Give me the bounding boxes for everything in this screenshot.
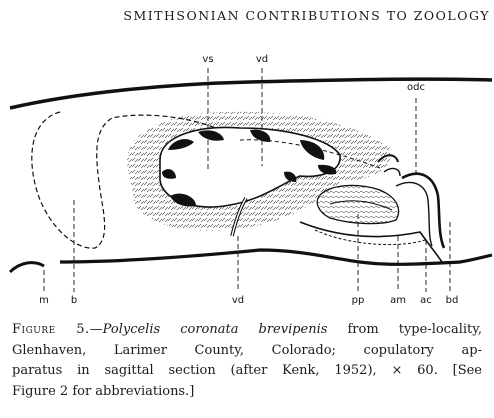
penis-papilla	[316, 184, 400, 225]
vesicle-lobe-8	[284, 171, 297, 182]
caption-line-3: paratus in sagittal section (after Kenk,…	[12, 363, 482, 378]
caption-line-1-rest: from type-locality,	[347, 322, 483, 337]
sperm-duct-inner	[231, 197, 247, 237]
oviduct-small-2	[383, 167, 401, 177]
label-odc: odc	[407, 82, 425, 93]
running-header: SMITHSONIAN CONTRIBUTIONS TO ZOOLOGY	[123, 8, 490, 23]
species-name: Polycelis coronata brevipenis	[102, 322, 328, 337]
label-vd-bottom: vd	[231, 295, 245, 306]
vesicle-lobe-4	[300, 140, 325, 160]
label-am: am	[390, 295, 406, 306]
dashed-outline	[31, 111, 221, 249]
caption-line-4: Figure 2 for abbreviations.]	[12, 383, 195, 399]
vesicle-lobe-7	[162, 169, 176, 179]
label-vd-top: vd	[255, 54, 269, 65]
label-bd: bd	[445, 295, 459, 306]
label-b: b	[70, 295, 78, 306]
figure-5-illustration: vs vd odc m b vd pp am ac bd	[0, 40, 494, 320]
bursal-canal-2	[395, 181, 433, 247]
label-m: m	[39, 295, 49, 306]
oviduct-small	[377, 154, 399, 163]
vesicle-lobe-1	[168, 139, 194, 150]
atrium-wall-inner	[314, 229, 426, 246]
figure-number: Figure 5.	[12, 322, 90, 337]
label-pp: pp	[351, 295, 365, 306]
vesicle-lobe-2	[198, 130, 224, 141]
caption-dash: —	[89, 322, 103, 337]
ventral-body-wall	[59, 248, 493, 266]
label-vs: vs	[202, 54, 214, 65]
label-ac: ac	[420, 295, 432, 306]
figure-caption: Figure 5.—Polycelis coronata brevipenis …	[12, 320, 482, 402]
mouth-wall	[8, 261, 45, 274]
atrium-wall	[299, 221, 443, 263]
papilla-lumen	[329, 200, 393, 211]
dorsal-body-wall	[9, 77, 493, 110]
vesicle-lobe-3	[250, 129, 271, 142]
dashed-duct	[239, 139, 381, 169]
copulatory-apparatus-drawing	[8, 68, 493, 292]
caption-line-1: Figure 5.—Polycelis coronata brevipenis …	[12, 320, 482, 341]
bursal-canal	[401, 172, 446, 249]
vesicle-lobe-5	[318, 164, 337, 175]
caption-line-2: Glenhaven, Larimer County, Colorado; cop…	[12, 342, 482, 358]
vesicle-lobe-6	[170, 193, 196, 207]
